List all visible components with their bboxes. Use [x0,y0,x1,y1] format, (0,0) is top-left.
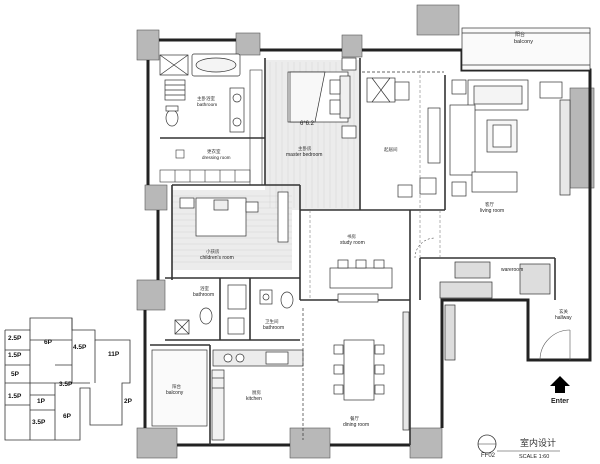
children-en: children's room [200,255,234,261]
hallway-en: hallway [555,315,572,321]
key-label: 1.5P [8,352,22,359]
master-bath-en: bathroom [197,102,217,108]
key-label: 6P [63,413,72,420]
key-label: 2.5P [8,335,22,342]
master-size: 6*6.2 [300,121,315,127]
dining-en: dining room [343,422,369,428]
wareroom-en: wareroom [501,267,523,273]
kitchen-fixtures [211,349,304,441]
master-bed-en: master bedroom [286,152,322,158]
key-label: 11P [108,351,120,358]
key-label: 4.5P [73,344,87,351]
children-cn: 小孩房 [206,248,220,255]
key-label: 1.5P [8,393,22,400]
scale-label: SCALE 1:60 [519,454,549,460]
door-swing [414,237,571,361]
living-en: living room [480,208,504,214]
kitchen-cn: 厨房 [252,389,261,396]
key-plan-labels: 2.5P 6P 4.5P 1.5P 11P 5P 3.5P 1.5P 1P 2P… [8,335,133,426]
balcony-left-en: balcony [166,390,184,396]
brand-watermark: 室内设计 [520,437,556,449]
master-bed-cn: 主卧房 [298,145,312,152]
balcony-top-cn: 阳台 [515,31,525,38]
key-label: 2P [124,398,133,405]
key-label: 3.5P [59,381,73,388]
dressing-fixtures [159,69,263,186]
dining-cn: 餐厅 [350,415,359,422]
hallway-cn: 玄关 [559,308,568,315]
den-cn: 起居间 [384,146,398,153]
master-bath-fixtures [159,53,245,133]
key-label: 3.5P [32,419,46,426]
bath3-cn: 卫生间 [265,318,279,325]
enter-arrow-icon [550,376,570,393]
study-en: study room [340,240,365,246]
key-label: 5P [11,371,20,378]
balcony-top [461,27,591,71]
drawing-tag: FF02 [481,453,496,459]
dressing-en: dressing room [202,155,231,160]
dimension-lines [309,70,441,300]
master-bed [287,57,357,139]
dining-furniture [302,308,410,440]
balcony-left [151,349,208,427]
key-label: 1P [37,398,46,405]
wareroom-cabinets [439,261,551,361]
bath3-fixtures [227,289,294,335]
den-furniture [362,71,444,198]
dressing-cn: 更衣室 [207,148,221,155]
bath2-en: bathroom [193,292,214,298]
study-cn: 书房 [347,233,356,240]
bath2-fixtures [174,284,247,335]
children-bed [179,191,289,243]
kitchen-en: kitchen [246,396,262,402]
bath3-en: bathroom [263,325,284,331]
interior-walls [150,58,556,445]
bath2-cn: 浴室 [200,285,209,292]
enter-label: Enter [551,398,569,405]
study-furniture [329,259,393,303]
living-furniture [449,79,571,197]
balcony-left-cn: 阳台 [172,383,181,390]
balcony-top-en: balcony [514,39,533,45]
master-bath-cn: 主卧浴室 [197,95,215,102]
living-cn: 客厅 [485,201,494,208]
key-label: 6P [44,339,53,346]
key-plan [4,317,131,441]
